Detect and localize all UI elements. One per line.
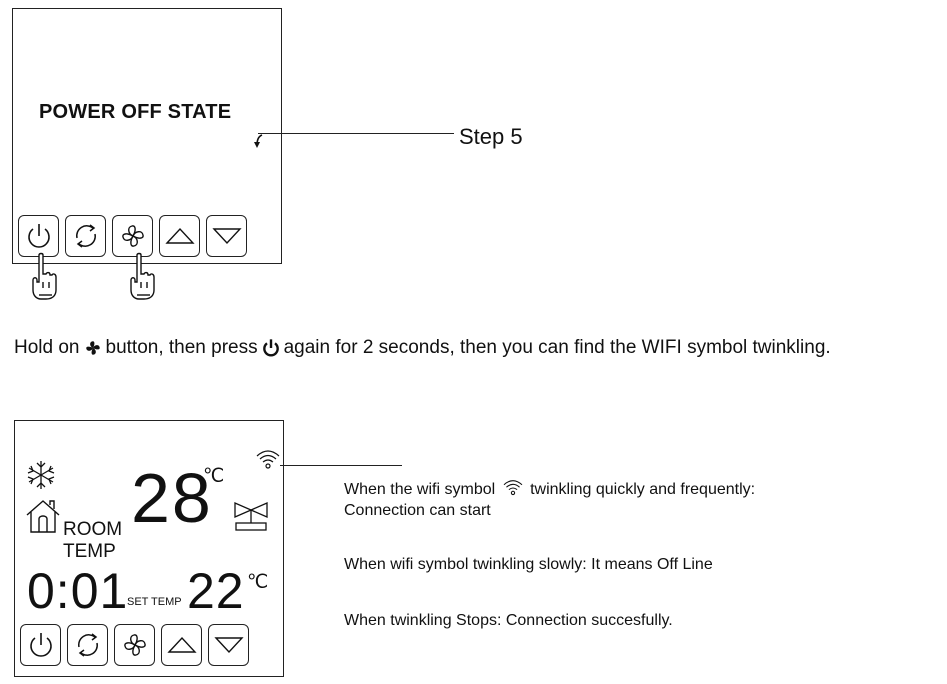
note-slow-twinkle: When wifi symbol twinkling slowly: It me… [344, 556, 713, 573]
room-label-line-2: TEMP [63, 541, 116, 562]
instruction-text: Hold on button, then press again for 2 s… [14, 337, 831, 359]
note-twinkle-stops: When twinkling Stops: Connection succesf… [344, 612, 673, 629]
cycle-icon [77, 633, 98, 657]
down-button[interactable] [206, 215, 247, 257]
pointing-hand-icon [130, 252, 155, 300]
mode-cycle-button[interactable] [65, 215, 106, 257]
room-temp-value: 28 [131, 459, 213, 537]
note-1-line-2: Connection can start [344, 502, 491, 519]
button-row [18, 215, 247, 257]
room-label-line-1: ROOM [63, 519, 123, 540]
wifi-icon [503, 480, 522, 496]
down-triangle-icon [211, 228, 242, 245]
up-button[interactable] [161, 624, 202, 666]
power-button[interactable] [20, 624, 61, 666]
power-off-state-text: POWER OFF STATE [39, 101, 232, 123]
wifi-leader-line [280, 465, 402, 467]
up-triangle-icon [166, 636, 197, 653]
set-temp-value: 22 [187, 563, 245, 619]
fan-icon [85, 341, 100, 355]
clock-time: 0:01 [27, 563, 129, 619]
thermostat-panel-wifi: 28 ℃ ROOM TEMP 0:01 SET TEMP 22 ℃ [14, 420, 284, 677]
step-leader-line [258, 133, 454, 135]
pointer-mark-icon [254, 134, 263, 148]
note-1-part-1: When the wifi symbol [344, 481, 496, 498]
thermostat-panel-power-off: POWER OFF STATE [12, 8, 282, 264]
room-temp-unit: ℃ [203, 466, 225, 487]
wifi-icon [256, 450, 280, 469]
up-button[interactable] [159, 215, 200, 257]
power-icon [262, 339, 279, 357]
power-icon [29, 633, 52, 657]
power-button[interactable] [18, 215, 59, 257]
home-icon [26, 500, 60, 533]
instruction-part-1: Hold on [14, 337, 80, 358]
button-row [20, 624, 249, 666]
valve-icon [234, 502, 268, 531]
note-quick-twinkle: When the wifi symbol twinkling quickly a… [344, 479, 755, 520]
fan-icon [121, 225, 144, 247]
down-button[interactable] [208, 624, 249, 666]
power-icon [27, 224, 50, 248]
instruction-part-3: again for 2 seconds, then you can find t… [283, 337, 831, 358]
fan-icon [123, 634, 146, 656]
up-triangle-icon [164, 227, 195, 244]
cycle-icon [75, 224, 96, 248]
set-temp-label: SET TEMP [127, 596, 182, 608]
fan-button[interactable] [114, 624, 155, 666]
room-temp-label: ROOM TEMP [63, 519, 122, 563]
note-1-part-2: twinkling quickly and frequently: [530, 481, 756, 498]
instruction-part-2: button, then press [105, 337, 258, 358]
snowflake-icon [27, 461, 55, 489]
down-triangle-icon [213, 637, 244, 654]
mode-cycle-button[interactable] [67, 624, 108, 666]
set-temp-unit: ℃ [247, 572, 269, 593]
pointing-hand-icon [32, 252, 57, 300]
step-label: Step 5 [459, 124, 523, 149]
fan-button[interactable] [112, 215, 153, 257]
